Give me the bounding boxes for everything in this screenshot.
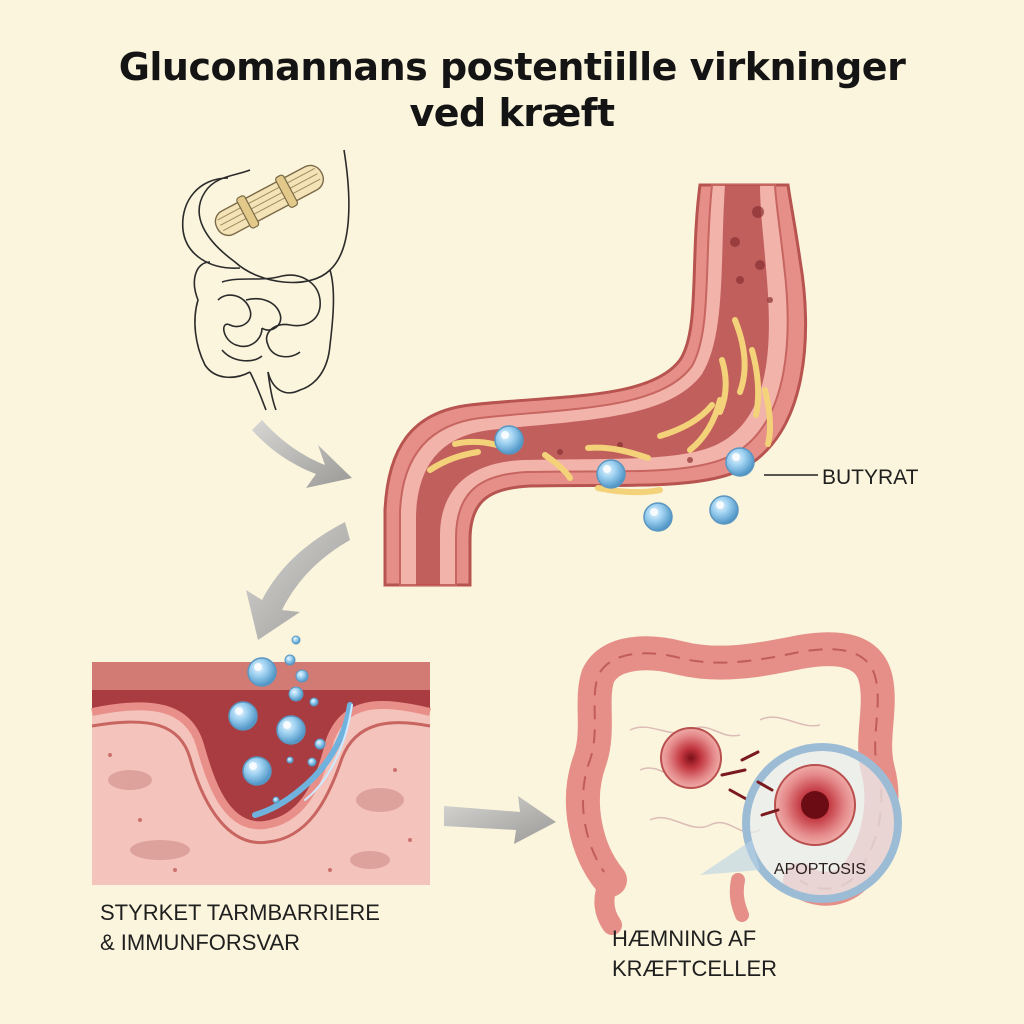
digestive-system-illustration: [181, 149, 350, 411]
cancer-caption-line-1: HÆMNING AF: [612, 926, 757, 951]
title-line-2: ved kræft: [409, 91, 615, 135]
intestine-cross-section: [383, 183, 818, 587]
konjac-fiber-bundle: [214, 164, 325, 237]
butyrat-label: BUTYRAT: [822, 466, 919, 489]
cancer-caption-line-2: KRÆFTCELLER: [612, 956, 778, 981]
cancer-caption: HÆMNING AF KRÆFTCELLER: [612, 924, 777, 984]
barrier-caption-line-1: STYRKET TARMBARRIERE: [100, 900, 380, 925]
title-line-1: Glucomannans postentiille virkninger: [118, 45, 906, 89]
flow-arrow-3: [444, 796, 556, 844]
tumor-cell-1: [660, 727, 722, 789]
barrier-caption: STYRKET TARMBARRIERE & IMMUNFORSVAR: [100, 898, 380, 958]
flow-arrow-1: [252, 420, 352, 488]
glucomannan-bubbles: [228, 635, 326, 804]
apoptosis-label: APOPTOSIS: [773, 861, 867, 878]
gut-barrier-illustration: [91, 635, 431, 885]
colon-illustration: [565, 632, 902, 935]
barrier-caption-line-2: & IMMUNFORSVAR: [100, 930, 301, 955]
flow-arrow-2: [246, 522, 350, 640]
page-title: Glucomannans postentiille virkninger ved…: [0, 44, 1024, 136]
